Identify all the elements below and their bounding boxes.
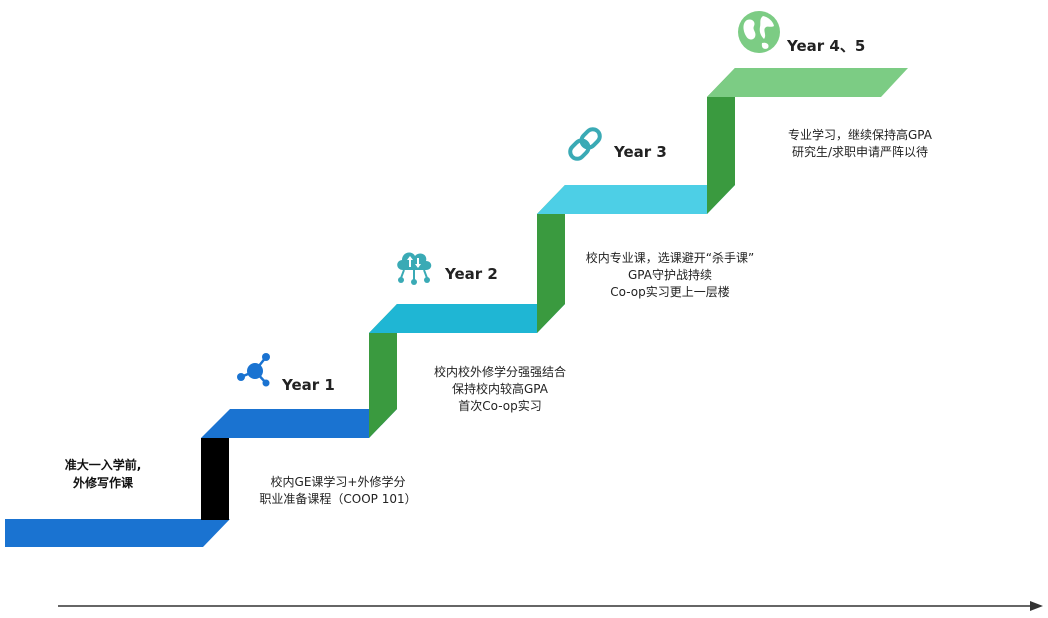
year-2-line-3: 首次Co-op实习	[458, 399, 542, 413]
year-4-5-line-2: 研究生/求职申请严阵以待	[791, 145, 929, 159]
riser-4	[707, 68, 735, 214]
year-1-line-2: 职业准备课程（COOP 101）	[259, 492, 417, 506]
year-3-description: 校内专业课，选课避开“杀手课” GPA守护战持续 Co-op实习更上一层楼	[560, 250, 780, 301]
year-1-line-1: 校内GE课学习+外修学分	[270, 475, 406, 489]
year-3-line-2: GPA守护战持续	[628, 268, 712, 282]
year-3-label: Year 3	[614, 143, 667, 161]
year-2-line-2: 保持校内较高GPA	[452, 382, 548, 396]
year-2-description: 校内校外修学分强强结合 保持校内较高GPA 首次Co-op实习	[400, 364, 600, 415]
step-year-4-5	[707, 68, 908, 97]
step-year-1	[201, 409, 397, 438]
pre-college-line-1: 准大一入学前,	[64, 458, 142, 472]
year-4-5-label: Year 4、5	[787, 37, 866, 55]
year-4-5-description: 专业学习，继续保持高GPA 研究生/求职申请严阵以待	[755, 127, 965, 161]
base-step	[5, 519, 230, 547]
riser-2	[369, 304, 397, 438]
year-3-line-3: Co-op实习更上一层楼	[610, 285, 730, 299]
globe-icon	[738, 11, 780, 53]
riser-1	[201, 438, 229, 520]
cloud-network-icon	[397, 252, 432, 285]
year-3-line-1: 校内专业课，选课避开“杀手课”	[585, 251, 755, 265]
timeline-arrowhead	[1030, 601, 1043, 611]
chain-link-icon	[568, 127, 602, 161]
year-1-description: 校内GE课学习+外修学分 职业准备课程（COOP 101）	[228, 474, 448, 508]
year-4-5-line-1: 专业学习，继续保持高GPA	[788, 128, 932, 142]
pre-college-line-2: 外修写作课	[72, 476, 133, 490]
year-1-label: Year 1	[282, 376, 335, 394]
riser-3	[537, 185, 565, 333]
molecule-icon	[237, 353, 270, 387]
step-year-3	[537, 185, 735, 214]
year-2-label: Year 2	[445, 265, 498, 283]
pre-college-label: 准大一入学前, 外修写作课	[48, 456, 158, 492]
year-2-line-1: 校内校外修学分强强结合	[433, 365, 566, 379]
step-year-2	[369, 304, 565, 333]
